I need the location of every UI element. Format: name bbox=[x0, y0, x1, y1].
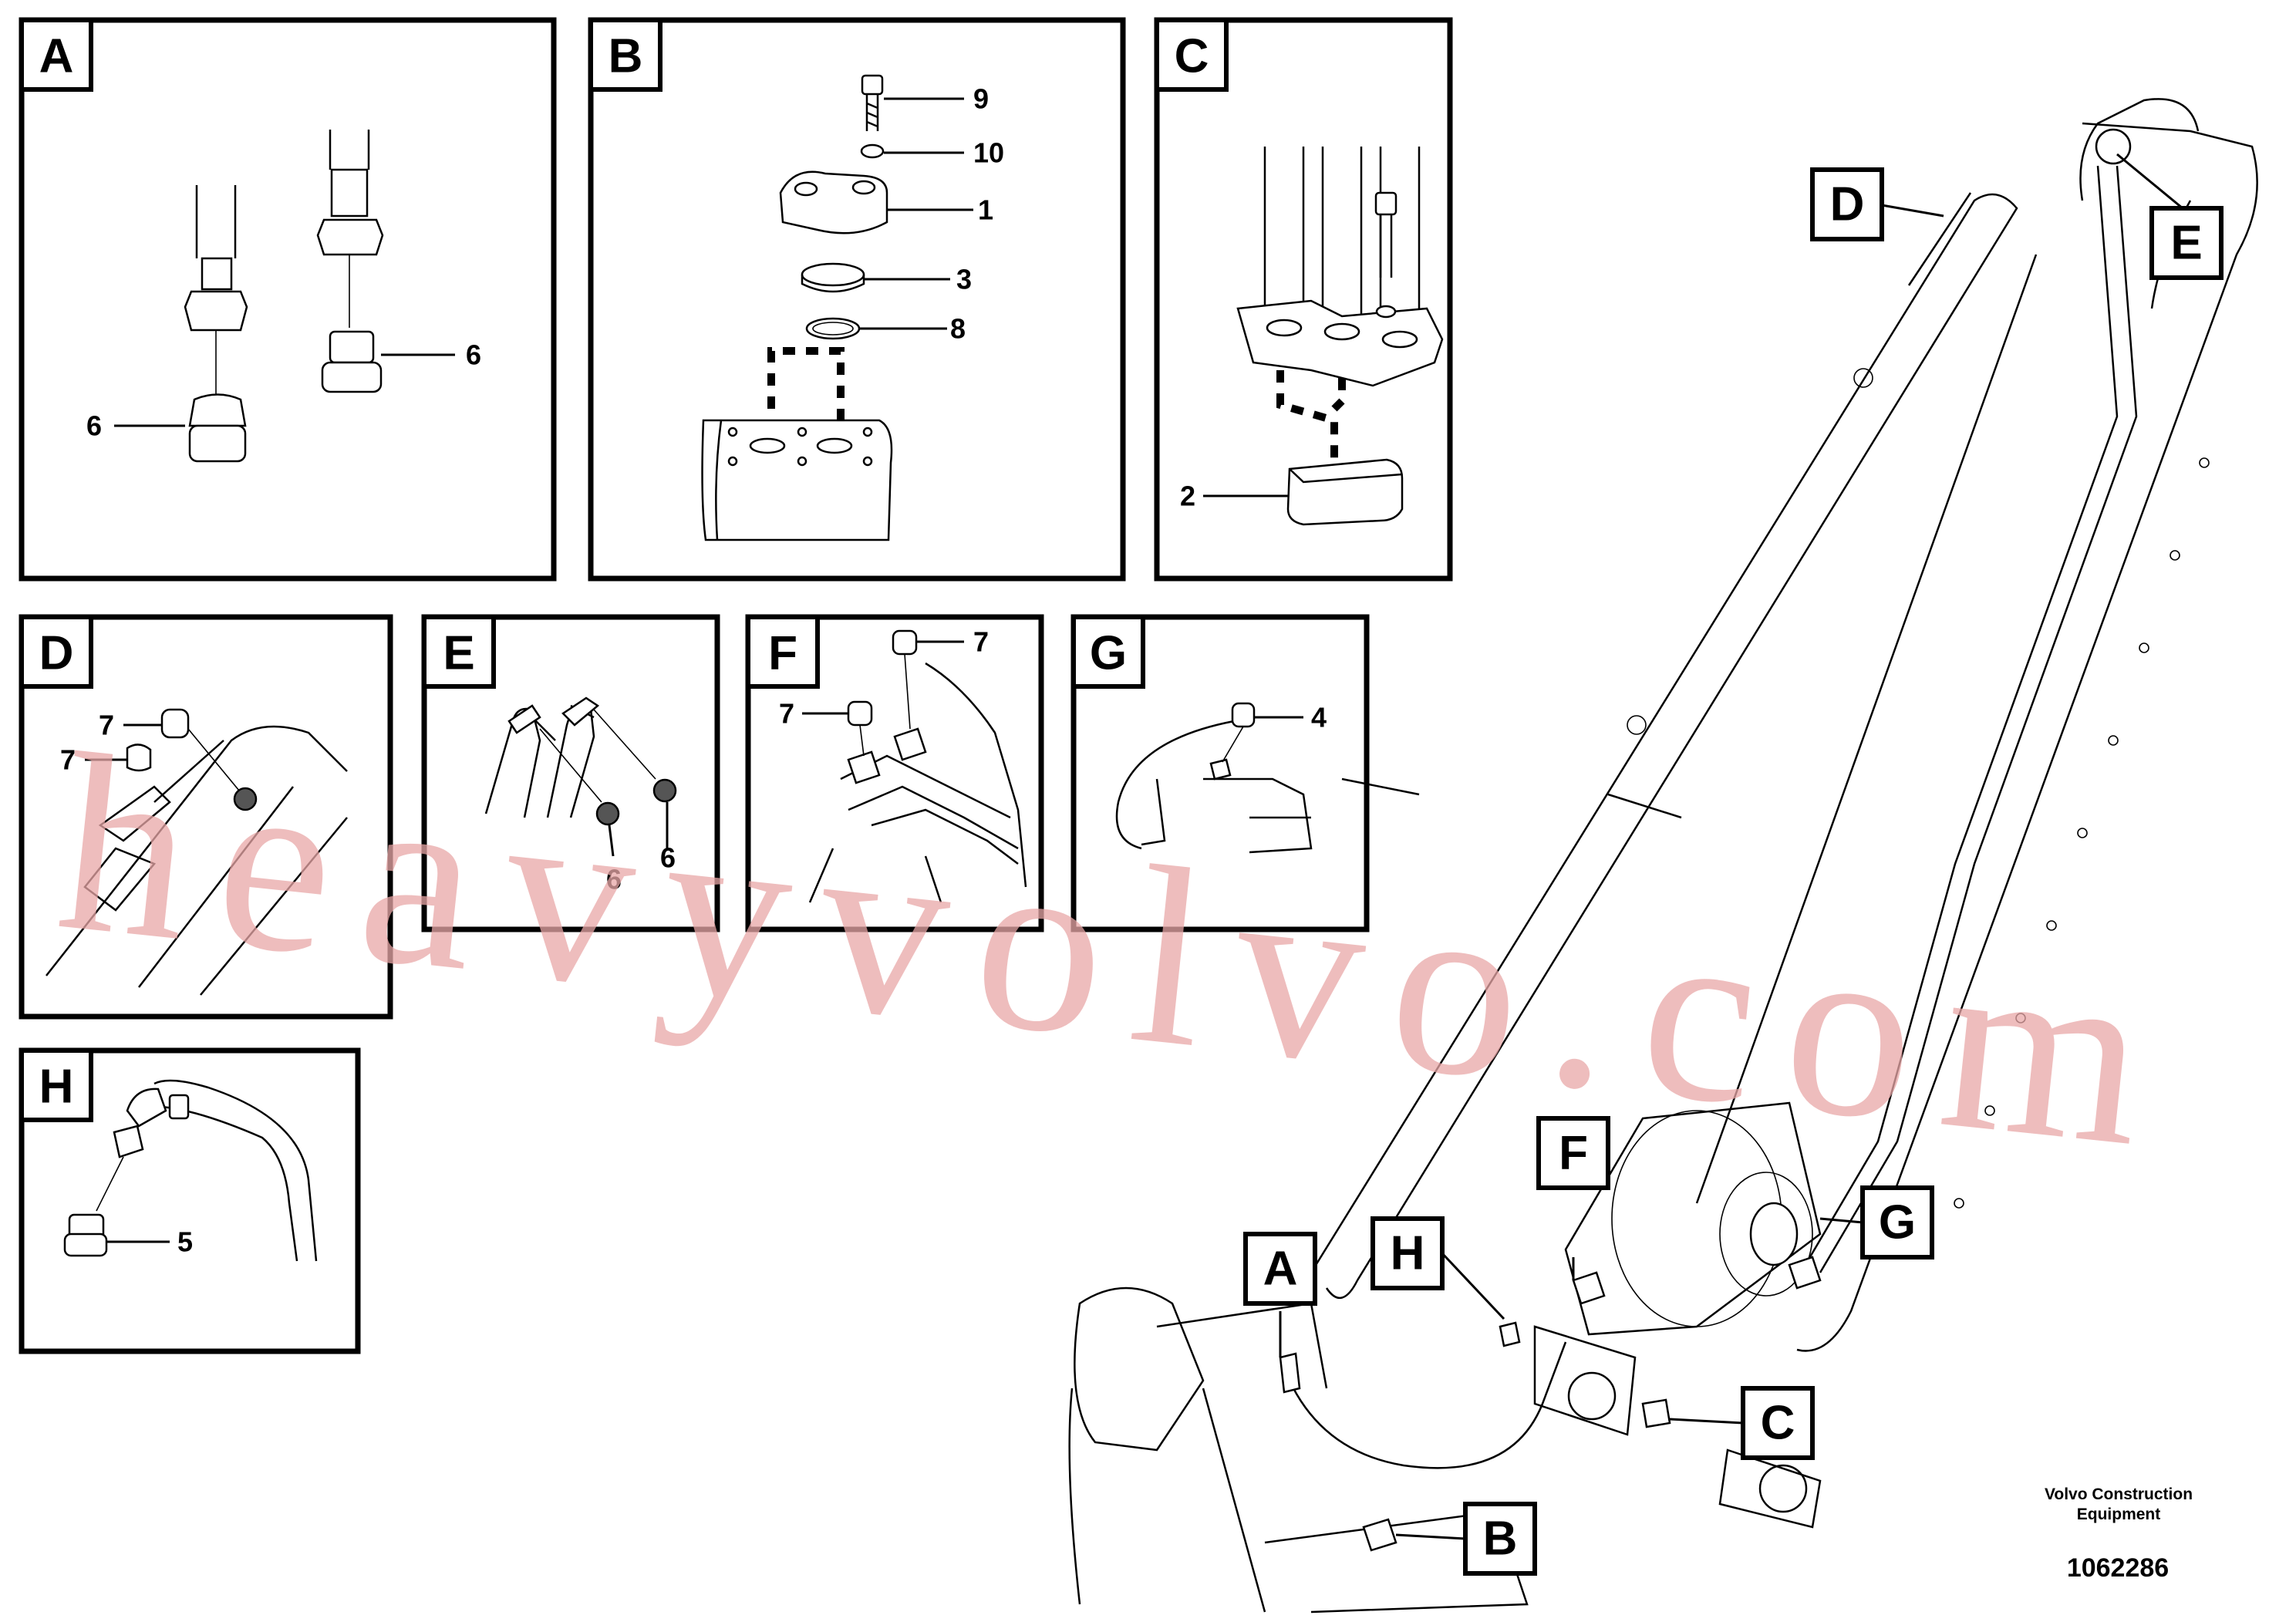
overview-tag-g: G bbox=[1879, 1196, 1916, 1249]
overview-tag-f: F bbox=[1559, 1127, 1588, 1180]
overview-tag-h: H bbox=[1391, 1227, 1425, 1280]
callout-b-1: 1 bbox=[978, 194, 993, 226]
callout-f-7-lower: 7 bbox=[779, 698, 794, 730]
detail-panel-b: B 9 10 1 3 8 bbox=[588, 17, 1126, 582]
detail-panel-e: E 6 6 bbox=[421, 614, 720, 932]
panel-b-label: B bbox=[609, 30, 643, 83]
panel-h-label: H bbox=[39, 1061, 74, 1114]
callout-b-8: 8 bbox=[950, 313, 966, 345]
detail-panel-h: H 5 bbox=[19, 1047, 361, 1354]
boom-overview-drawing bbox=[1068, 98, 2258, 1614]
callout-b-3: 3 bbox=[956, 264, 972, 295]
document-number: 1062286 bbox=[2066, 1553, 2170, 1583]
callout-a-6-right: 6 bbox=[466, 339, 481, 371]
overview-tag-d: D bbox=[1830, 178, 1865, 231]
panel-a-label: A bbox=[39, 30, 74, 83]
panel-e-label: E bbox=[443, 627, 474, 680]
detail-panel-d: D 7 7 bbox=[19, 614, 393, 1020]
detail-panel-g: G 4 bbox=[1070, 614, 1370, 932]
detail-panel-a: A 6 6 bbox=[19, 17, 557, 582]
callout-b-9: 9 bbox=[973, 83, 989, 115]
credit-line-1: Volvo Construction bbox=[2044, 1485, 2193, 1503]
callout-h-5: 5 bbox=[177, 1226, 193, 1258]
callout-c-2: 2 bbox=[1180, 481, 1195, 512]
detail-panel-c: C 2 bbox=[1154, 17, 1453, 582]
overview-tag-e: E bbox=[2170, 217, 2202, 270]
callout-b-10: 10 bbox=[973, 137, 1004, 169]
detail-panel-f: F 7 7 bbox=[745, 614, 1044, 932]
credit-line-2: Equipment bbox=[2076, 1506, 2161, 1523]
panel-f-label: F bbox=[768, 627, 797, 680]
panel-c-label: C bbox=[1175, 30, 1209, 83]
callout-e-6-left: 6 bbox=[606, 864, 622, 895]
callout-f-7-upper: 7 bbox=[973, 626, 989, 658]
callout-a-6-left: 6 bbox=[86, 410, 102, 442]
overview-tags: A B C D E F G H bbox=[1243, 153, 2224, 1576]
overview-tag-b: B bbox=[1483, 1512, 1518, 1566]
overview-tag-a: A bbox=[1263, 1243, 1298, 1296]
overview-tag-c: C bbox=[1761, 1397, 1795, 1450]
publisher-credit: Volvo Construction Equipment bbox=[2003, 1485, 2234, 1525]
panel-d-label: D bbox=[39, 627, 74, 680]
callout-d-7-upper: 7 bbox=[99, 710, 114, 741]
panel-g-label: G bbox=[1090, 627, 1127, 680]
callout-e-6-right: 6 bbox=[660, 842, 676, 874]
callout-g-4: 4 bbox=[1311, 702, 1327, 733]
callout-d-7-lower: 7 bbox=[60, 744, 76, 776]
